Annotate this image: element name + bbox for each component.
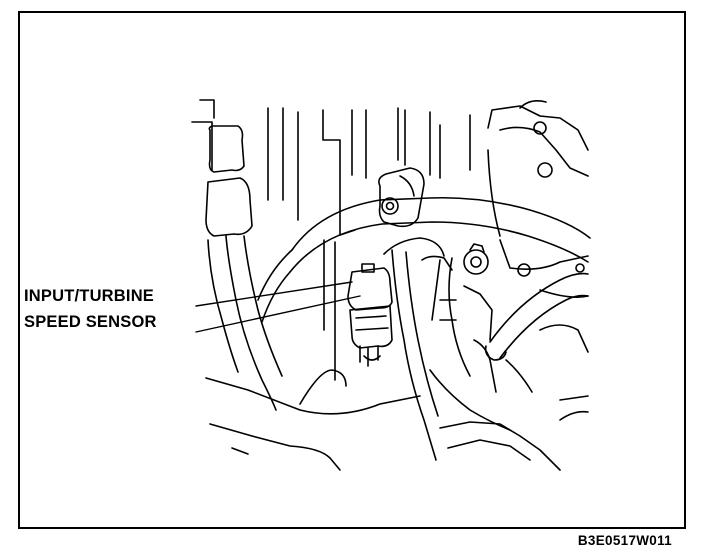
input-turbine-speed-sensor: [347, 263, 393, 367]
callout-label-line-1: INPUT/TURBINE: [24, 287, 155, 305]
figure-code: B3E0517W011: [577, 533, 672, 548]
right-hose: [484, 272, 589, 361]
figure-frame: [18, 11, 686, 529]
hose-bracket: [378, 167, 425, 228]
lower-housing: [421, 243, 589, 431]
callout-leader: [195, 281, 361, 333]
background-panels: [191, 99, 471, 381]
lower-structure: [205, 369, 589, 471]
upper-hose: [257, 196, 591, 323]
transaxle-housing: [487, 100, 589, 298]
harness-sleeves: [205, 125, 283, 411]
harness-near-sensor: [383, 237, 445, 461]
callout-label-line-2: SPEED SENSOR: [24, 313, 157, 331]
